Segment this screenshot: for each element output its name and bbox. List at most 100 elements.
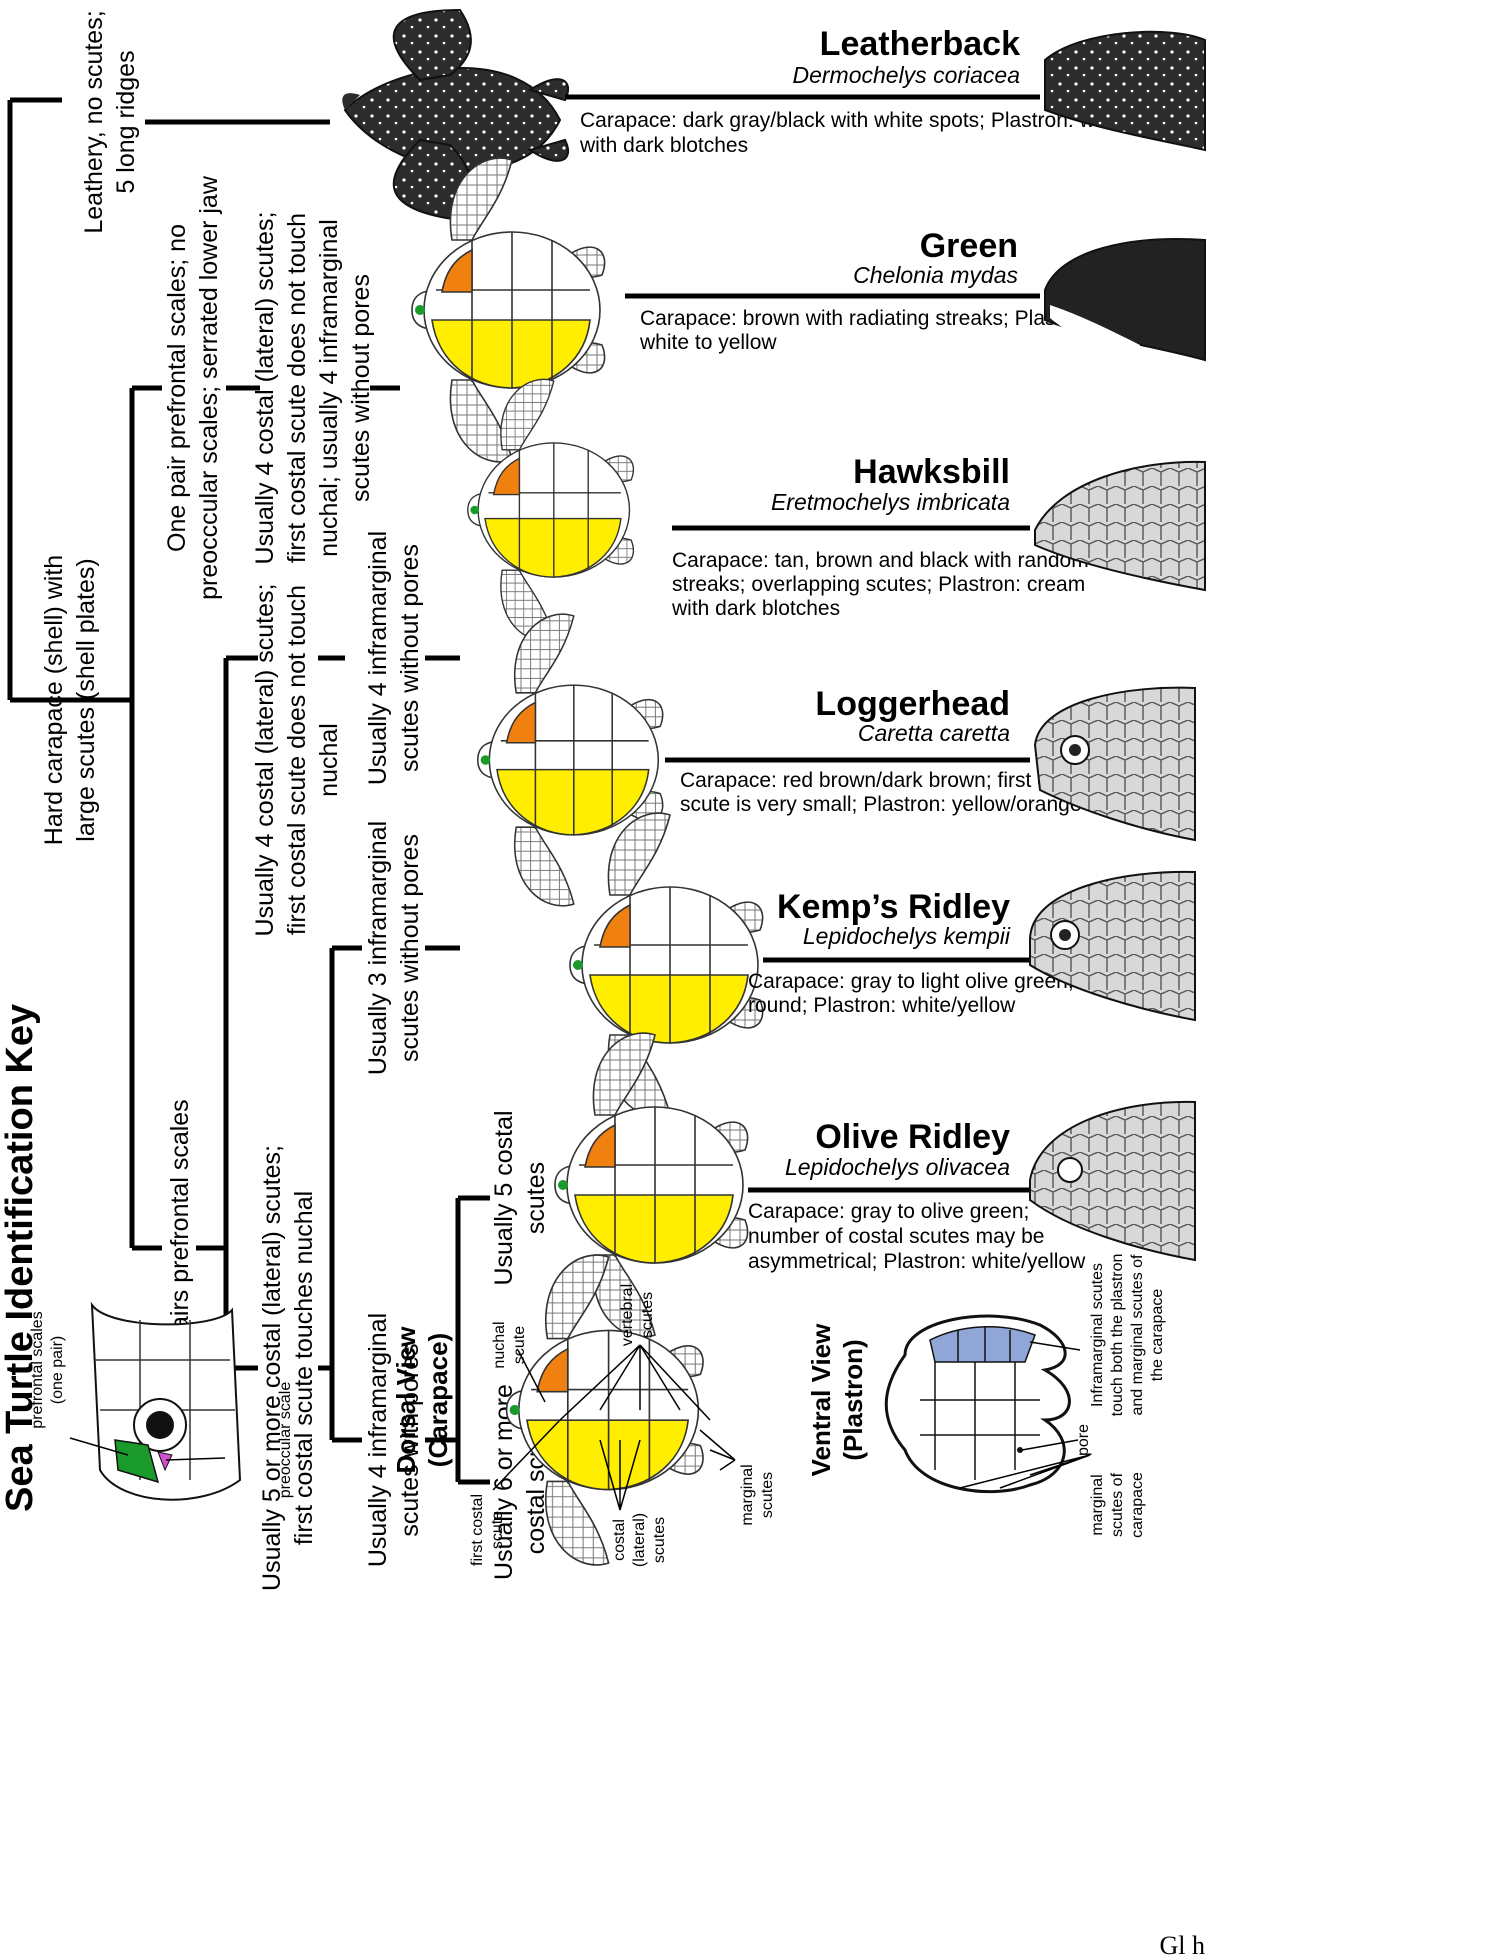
leatherback-head-illustration [1045, 32, 1205, 150]
svg-text:preocccular scales; serrated l: preocccular scales; serrated lower jaw [195, 175, 223, 600]
node-four-costal: Usually 4 costal (lateral) scutes; first… [251, 584, 343, 937]
svg-text:(Plastron): (Plastron) [838, 1339, 868, 1460]
svg-text:(Carapace): (Carapace) [423, 1333, 453, 1467]
svg-text:carapace: carapace [1129, 1472, 1146, 1538]
species-desc-line: Carapace: gray to olive green; [748, 1200, 1029, 1223]
species-scientific-name: Eretmochelys imbricata [771, 489, 1010, 515]
species-desc-line: with dark blotches [579, 134, 748, 157]
svg-text:and marginal scutes of: and marginal scutes of [1129, 1254, 1146, 1416]
species-desc-line: with dark blotches [671, 597, 840, 620]
label-marginal-scutes-of-carapace: marginal scutes of carapace [1089, 1472, 1146, 1538]
svg-text:Usually 5 costal: Usually 5 costal [490, 1110, 518, 1285]
svg-text:large scutes (shell plates): large scutes (shell plates) [72, 558, 100, 841]
node-one-pair-prefrontal: One pair prefrontal scales; no preocccul… [163, 175, 223, 600]
svg-text:Leathery, no scutes;: Leathery, no scutes; [80, 10, 108, 233]
species-desc-line: number of costal scutes may be [748, 1225, 1044, 1248]
node-green-rule: Usually 4 costal (lateral) scutes; first… [251, 212, 375, 565]
node-five-costal: Usually 5 or more costal (lateral) scute… [258, 1145, 318, 1591]
svg-text:nuchal: nuchal [315, 723, 343, 797]
svg-text:scutes: scutes [522, 1162, 550, 1234]
key-title: Sea Turtle Identification Key [0, 1004, 41, 1512]
svg-text:One pair prefrontal scales; no: One pair prefrontal scales; no [163, 224, 191, 552]
svg-text:marginal: marginal [1089, 1474, 1106, 1535]
species-scientific-name: Lepidochelys kempii [803, 923, 1011, 949]
species-scientific-name: Caretta caretta [858, 720, 1010, 746]
species-row-kemps-ridley: Kemp’s Ridley Lepidochelys kempii Carapa… [570, 813, 1195, 1117]
prefrontal-head-closeup [70, 1305, 240, 1500]
svg-text:scutes without pores: scutes without pores [347, 274, 375, 502]
svg-text:Ventral View: Ventral View [806, 1323, 836, 1476]
species-desc-line: Carapace: red brown/dark brown; first co… [680, 769, 1092, 792]
svg-text:Usually 4 inframarginal: Usually 4 inframarginal [364, 531, 392, 785]
species-desc-line: white to yellow [639, 331, 777, 354]
label-inframarginal-scutes: Inframarginal scutes touch both the plas… [1089, 1254, 1166, 1417]
svg-text:nuchal: nuchal [491, 1321, 508, 1368]
label-preoccular-scale: preoccular scale [277, 1382, 294, 1499]
species-scientific-name: Chelonia mydas [853, 262, 1018, 288]
corner-text: Gl h [1160, 1931, 1206, 1956]
olive-ridley-head-illustration [1030, 1102, 1195, 1260]
svg-text:scutes without pores: scutes without pores [396, 544, 424, 772]
species-scientific-name: Dermochelys coriacea [792, 62, 1020, 88]
node-four-infra-no-pores: Usually 4 inframarginal scutes without p… [364, 531, 424, 785]
label-prefrontal-scales: prefrontal scales (one pair) [29, 1311, 66, 1428]
svg-text:Usually 4 costal (lateral) scu: Usually 4 costal (lateral) scutes; [251, 212, 279, 565]
svg-text:scute: scute [489, 1511, 506, 1549]
svg-text:costal: costal [611, 1519, 628, 1561]
species-row-hawksbill: Hawksbill Eretmochelys imbricata Carapac… [468, 379, 1205, 640]
ventral-plastron-diagram [886, 1316, 1069, 1492]
node-usually-5-costal: Usually 5 costal scutes [490, 1110, 550, 1285]
svg-text:Usually 3 inframarginal: Usually 3 inframarginal [364, 821, 392, 1075]
node-three-infra: Usually 3 inframarginal scutes without p… [364, 821, 424, 1075]
species-name: Hawksbill [853, 453, 1010, 491]
svg-text:Usually 5 or more costal (late: Usually 5 or more costal (lateral) scute… [258, 1145, 286, 1591]
svg-text:first costal scute does not to: first costal scute does not touch [283, 585, 311, 935]
svg-text:touch both the plastron: touch both the plastron [1109, 1254, 1126, 1417]
svg-text:scute: scute [511, 1326, 528, 1364]
svg-text:first costal: first costal [469, 1494, 486, 1566]
species-name: Olive Ridley [815, 1118, 1010, 1156]
svg-text:scutes: scutes [639, 1292, 656, 1338]
svg-text:(lateral): (lateral) [631, 1513, 648, 1567]
svg-text:the carapace: the carapace [1149, 1289, 1166, 1382]
species-desc-line: Carapace: gray to light olive green; [748, 970, 1074, 993]
svg-text:first costal scute touches nuc: first costal scute touches nuchal [290, 1191, 318, 1545]
svg-text:Dorsal View: Dorsal View [391, 1326, 421, 1474]
species-name: Green [920, 227, 1018, 265]
species-desc-line: Carapace: tan, brown and black with rand… [672, 549, 1089, 572]
species-desc-line: asymmetrical; Plastron: white/yellow [748, 1250, 1086, 1273]
species-name: Leatherback [820, 25, 1020, 63]
svg-text:Hard carapace (shell) with: Hard carapace (shell) with [40, 555, 68, 845]
label-marginal-scutes: marginal scutes [739, 1464, 776, 1525]
label-nuchal-scute: nuchal scute [491, 1321, 528, 1368]
svg-text:(one pair): (one pair) [49, 1336, 66, 1404]
svg-text:Usually 4 costal (lateral) scu: Usually 4 costal (lateral) scutes; [251, 584, 279, 937]
species-row-loggerhead: Loggerhead Caretta caretta Carapace: red… [478, 614, 1195, 906]
svg-text:prefrontal scales: prefrontal scales [29, 1311, 46, 1428]
svg-text:5 long ridges: 5 long ridges [112, 50, 140, 193]
svg-text:scutes without pores: scutes without pores [396, 834, 424, 1062]
svg-text:scutes: scutes [759, 1472, 776, 1518]
svg-text:scutes of: scutes of [1109, 1472, 1126, 1537]
species-name: Loggerhead [815, 685, 1010, 723]
svg-text:vertebral: vertebral [619, 1284, 636, 1346]
species-scientific-name: Lepidochelys olivacea [785, 1154, 1010, 1180]
species-desc-line: round; Plastron: white/yellow [748, 994, 1016, 1017]
svg-text:Usually 4 inframarginal: Usually 4 inframarginal [364, 1313, 392, 1567]
species-desc-line: scute is very small; Plastron: yellow/or… [680, 793, 1082, 816]
species-desc-line: streaks; overlapping scutes; Plastron: c… [672, 573, 1085, 596]
ventral-view-label: Ventral View (Plastron) [806, 1323, 868, 1476]
loggerhead-head-illustration [1035, 688, 1195, 840]
svg-text:first costal scute does not to: first costal scute does not touch [283, 213, 311, 563]
svg-text:Inframarginal scutes: Inframarginal scutes [1089, 1263, 1106, 1407]
species-name: Kemp’s Ridley [777, 888, 1010, 926]
svg-text:scutes: scutes [651, 1517, 668, 1563]
species-desc-line: Carapace: brown with radiating streaks; … [640, 307, 1098, 330]
species-desc-line: Carapace: dark gray/black with white spo… [580, 109, 1129, 132]
label-costal-scutes: costal (lateral) scutes [611, 1513, 668, 1567]
svg-text:nuchal; usually 4 inframargina: nuchal; usually 4 inframarginal [315, 219, 343, 557]
svg-text:marginal: marginal [739, 1464, 756, 1525]
label-pore: pore [1075, 1424, 1092, 1456]
node-leathery: Leathery, no scutes; 5 long ridges [80, 10, 140, 233]
